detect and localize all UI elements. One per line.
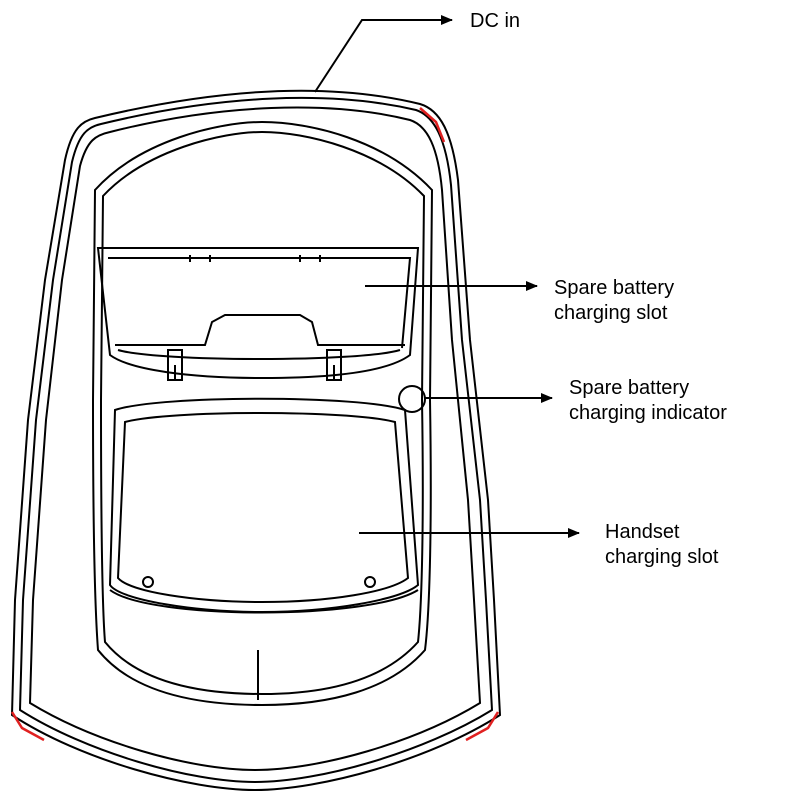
- spare-battery-indicator-line-1: Spare battery: [569, 377, 690, 399]
- handset-slot-label: Handset charging slot: [605, 520, 718, 570]
- spare-battery-slot: [96, 247, 420, 381]
- dc-in-label: DC in: [470, 9, 520, 34]
- dc-in-text: DC in: [470, 10, 521, 32]
- spare-battery-slot-line-2: charging slot: [554, 302, 668, 324]
- spare-battery-slot-line-1: Spare battery: [554, 277, 675, 299]
- dc-in-arrow: [314, 15, 453, 93]
- leader-lines: [314, 15, 580, 538]
- spare-battery-slot-label: Spare battery charging slot: [554, 276, 674, 326]
- handset-slot-line-2: charging slot: [605, 546, 719, 568]
- inner-tray: [91, 120, 434, 707]
- spare-battery-indicator-line-2: charging indicator: [569, 402, 727, 424]
- cradle-body: [10, 89, 502, 792]
- handset-slot-line-1: Handset: [605, 521, 680, 543]
- corner-accents: [10, 107, 500, 742]
- spare-battery-indicator-label: Spare battery charging indicator: [569, 376, 727, 426]
- handset-slot: [108, 397, 420, 700]
